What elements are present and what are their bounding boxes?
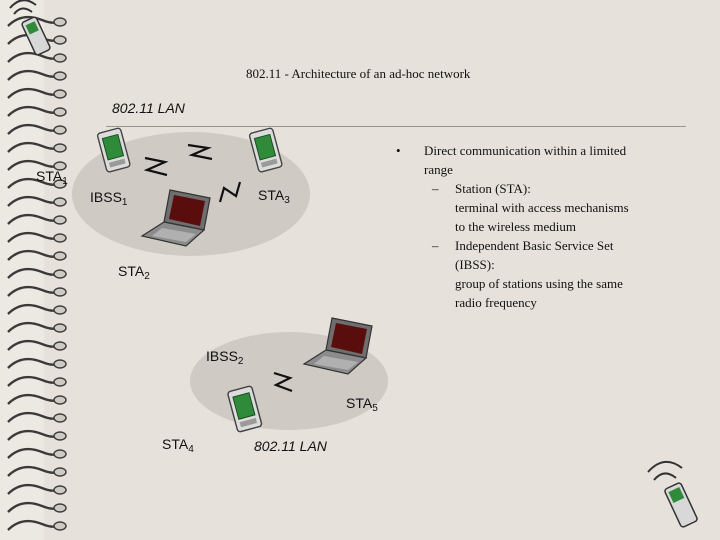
sub-bullet-text: to the wireless medium — [455, 219, 576, 234]
sub-bullet-text: radio frequency — [455, 295, 537, 310]
slide-page — [44, 0, 720, 540]
sub-bullet-text: (IBSS): — [455, 257, 495, 272]
bullet-list: • Direct communication within a limited … — [396, 141, 686, 312]
dash-mark: – — [432, 238, 439, 253]
pda-icon-sta4 — [227, 385, 263, 433]
sta3-label: STA3 — [258, 187, 290, 206]
wireless-link-icon-4 — [273, 371, 293, 393]
wireless-link-icon-3 — [218, 181, 242, 203]
spiral-binding — [7, 15, 67, 531]
sub-bullet-text: Station (STA): — [455, 181, 531, 196]
sub-bullet-text: group of stations using the same — [455, 276, 623, 291]
sta1-label: STA1 — [36, 168, 68, 187]
ibss1-label: IBSS1 — [90, 189, 128, 208]
dash-mark: – — [432, 181, 439, 196]
pda-icon-sta1 — [96, 127, 131, 173]
phone-icon-top-left — [9, 0, 51, 56]
wireless-link-icon-2 — [187, 143, 213, 161]
title-divider — [106, 126, 686, 127]
laptop-icon-sta2 — [140, 189, 211, 247]
sub-bullet-ibss: – Independent Basic Service Set (IBSS): … — [396, 236, 686, 312]
slide-title: 802.11 - Architecture of an ad-hoc netwo… — [246, 66, 471, 81]
lan-label-bottom: 802.11 LAN — [254, 438, 327, 454]
phone-icon-bottom-right — [647, 461, 698, 528]
sta2-label: STA2 — [118, 263, 150, 282]
bullet-text: Direct communication within a limited — [424, 143, 627, 158]
bullet-text: range — [424, 162, 453, 177]
bullet-mark: • — [396, 143, 401, 158]
wireless-link-icon-1 — [143, 156, 169, 177]
laptop-icon-sta5 — [302, 317, 373, 375]
sub-bullet-station: – Station (STA): terminal with access me… — [396, 179, 686, 236]
pda-icon-sta3 — [248, 127, 283, 173]
sta5-label: STA5 — [346, 395, 378, 414]
bullet-item-direct-communication: • Direct communication within a limited … — [396, 141, 686, 179]
sta4-label: STA4 — [162, 436, 194, 455]
sub-bullet-text: Independent Basic Service Set — [455, 238, 614, 253]
sub-bullet-text: terminal with access mechanisms — [455, 200, 629, 215]
ibss2-label: IBSS2 — [206, 348, 244, 367]
lan-label-top: 802.11 LAN — [112, 100, 185, 116]
